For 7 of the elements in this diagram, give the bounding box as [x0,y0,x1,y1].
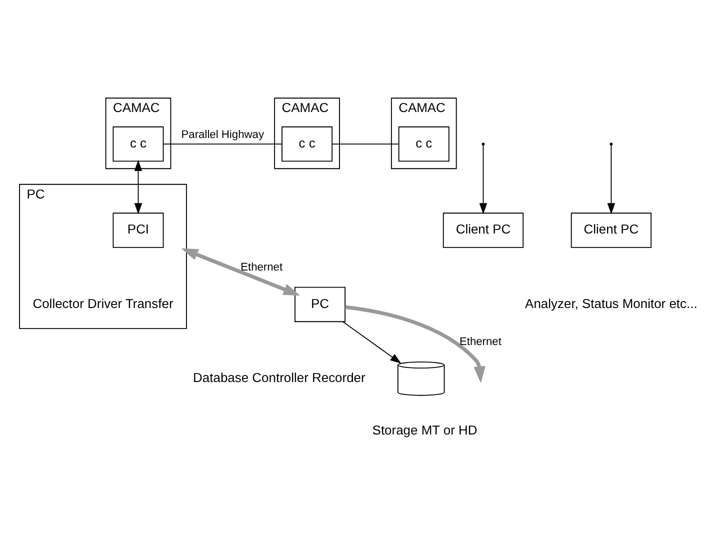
edge-label: Ethernet [240,261,283,274]
node-label: Collector Driver Transfer [32,296,174,311]
edge-label: Parallel Highway [181,129,264,142]
node-label: Database Controller Recorder [193,370,366,386]
edge-label: Ethernet [459,336,502,348]
node-label: Analyzer, Status Monitor etc... [525,296,698,311]
node-label: Storage MT or HD [372,422,478,438]
